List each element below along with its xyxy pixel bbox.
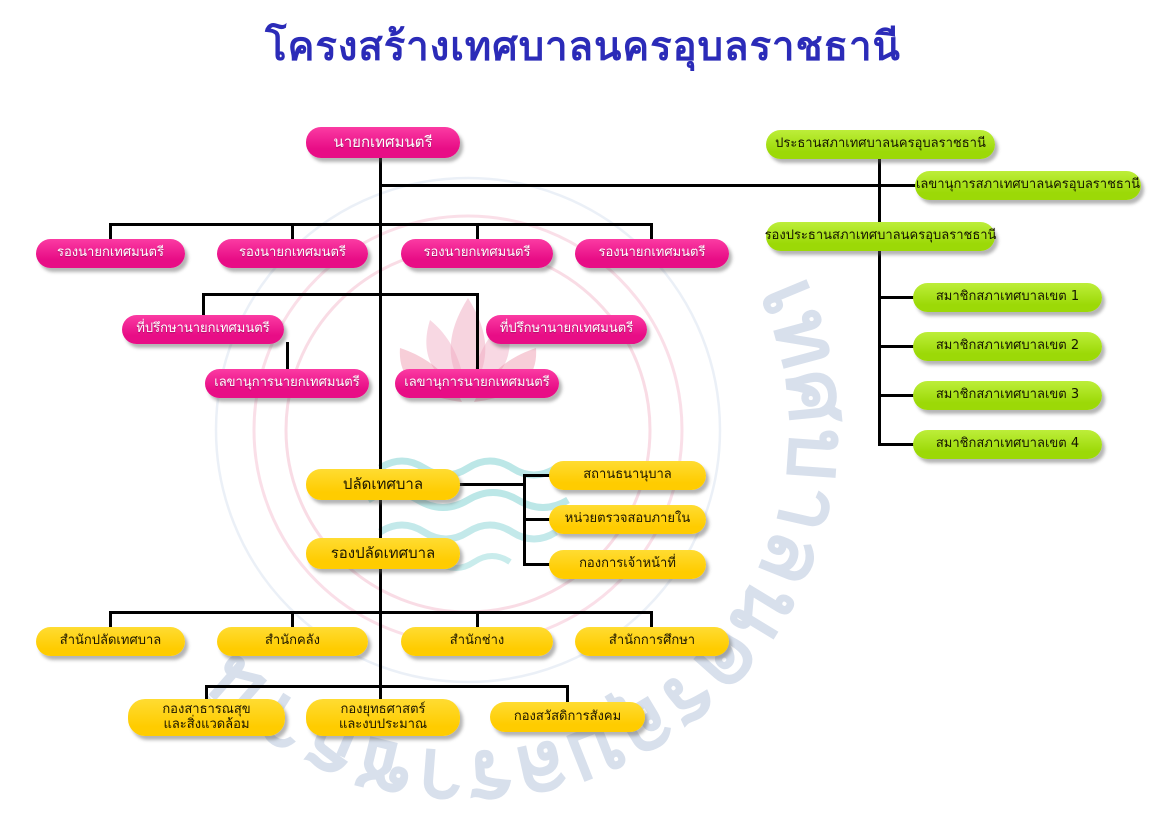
connector-mayor-council-link [379, 184, 916, 187]
node-finance-bureau: สำนักคลัง [217, 627, 368, 656]
node-council-member-3: สมาชิกสภาเทศบาลเขต 3 [913, 381, 1102, 410]
node-label: เลขานุการนายกเทศมนตรี [404, 375, 550, 391]
node-label: สมาชิกสภาเทศบาลเขต 2 [935, 338, 1080, 354]
node-council-member-4: สมาชิกสภาเทศบาลเขต 4 [913, 430, 1102, 459]
connector-division1-drop [205, 685, 208, 702]
node-label: กองยุทธศาสตร์ และงบประมาณ [338, 701, 428, 732]
node-label: ปลัดเทศบาล [342, 475, 424, 494]
node-personnel-division: กองการเจ้าหน้าที่ [549, 550, 706, 579]
connector-member1-stub [878, 296, 916, 299]
node-label: รองนายกเทศมนตรี [57, 245, 164, 261]
node-mayor: นายกเทศมนตรี [306, 127, 460, 158]
connector-member3-stub [878, 394, 916, 397]
node-label: ที่ปรึกษานายกเทศมนตรี [499, 321, 634, 337]
node-label: หน่วยตรวจสอบภายใน [564, 511, 691, 527]
connector-pawnshop-stub [523, 474, 551, 477]
page-title: โครงสร้างเทศบาลนครอุบลราชธานี [265, 24, 901, 70]
connector-deputies-horizontal [109, 223, 653, 226]
node-mayor-advisor-2: ที่ปรึกษานายกเทศมนตรี [486, 315, 647, 344]
node-municipal-clerk: ปลัดเทศบาล [306, 469, 460, 500]
connector-deputy1-drop [109, 223, 112, 241]
node-label: เลขานุการนายกเทศมนตรี [214, 375, 360, 391]
node-label: รองนายกเทศมนตรี [423, 245, 531, 261]
connector-personnel-stub [523, 563, 551, 566]
connector-secretary2-drop [476, 293, 479, 371]
node-mayor-secretary-1: เลขานุการนายกเทศมนตรี [205, 369, 369, 398]
node-label: กองการเจ้าหน้าที่ [579, 556, 676, 572]
node-deputy-mayor-3: รองนายกเทศมนตรี [401, 239, 553, 268]
connector-audit-stub [523, 518, 551, 521]
connector-council-members-vertical [878, 250, 881, 446]
node-label: สมาชิกสภาเทศบาลเขต 4 [935, 436, 1080, 452]
node-label-line2: และสิ่งแวดล้อม [163, 716, 250, 732]
node-internal-audit: หน่วยตรวจสอบภายใน [549, 505, 706, 534]
node-label: สถานธนานุบาล [583, 467, 672, 483]
node-label: รองนายกเทศมนตรี [239, 245, 346, 261]
connector-bureau1-drop [109, 611, 112, 630]
node-label: ประธานสภาเทศบาลนครอุบลราชธานี [775, 136, 986, 152]
node-engineering-bureau: สำนักช่าง [401, 627, 553, 656]
node-deputy-mayor-2: รองนายกเทศมนตรี [217, 239, 368, 268]
node-label: รองนายกเทศมนตรี [598, 245, 706, 261]
connector-member2-stub [878, 345, 916, 348]
connector-bureaus-horizontal [109, 611, 653, 614]
node-mayor-secretary-2: เลขานุการนายกเทศมนตรี [395, 369, 559, 398]
node-label: สมาชิกสภาเทศบาลเขต 1 [935, 289, 1080, 305]
node-label: รองประธานสภาเทศบาลนครอุบลราชธานี [764, 228, 997, 244]
node-label-line1: กองยุทธศาสตร์ [340, 701, 426, 717]
node-label: สำนักช่าง [449, 633, 505, 649]
node-social-welfare-division: กองสวัสดิการสังคม [490, 702, 645, 732]
node-mayor-advisor-1: ที่ปรึกษานายกเทศมนตรี [122, 315, 284, 344]
connector-mayor-main-vertical [379, 157, 382, 703]
node-council-chairman: ประธานสภาเทศบาลนครอุบลราชธานี [766, 130, 995, 159]
node-label: นายกเทศมนตรี [333, 133, 433, 152]
node-deputy-mayor-4: รองนายกเทศมนตรี [575, 239, 729, 268]
node-label: สำนักปลัดเทศบาล [59, 633, 162, 649]
connector-divisions-horizontal [205, 685, 569, 688]
node-council-member-2: สมาชิกสภาเทศบาลเขต 2 [913, 332, 1102, 361]
node-label: ที่ปรึกษานายกเทศมนตรี [136, 321, 270, 337]
node-office-of-clerk: สำนักปลัดเทศบาล [36, 627, 185, 656]
connector-secretary1-drop [286, 342, 289, 371]
connector-member4-stub [878, 443, 916, 446]
node-label: รองปลัดเทศบาล [330, 544, 436, 563]
node-label-line1: กองสาธารณสุข [162, 701, 251, 717]
connector-council-chairman-vertical [878, 158, 881, 224]
connector-advisors-horizontal [202, 293, 479, 296]
node-deputy-municipal-clerk: รองปลัดเทศบาล [306, 538, 460, 569]
node-label-line2: และงบประมาณ [338, 716, 428, 732]
node-council-vice-chairman: รองประธานสภาเทศบาลนครอุบลราชธานี [764, 222, 997, 251]
node-deputy-mayor-1: รองนายกเทศมนตรี [36, 239, 185, 268]
connector-clerk-right-horizontal [455, 483, 525, 486]
node-public-health-division: กองสาธารณสุข และสิ่งแวดล้อม [128, 699, 285, 736]
node-label: กองสวัสดิการสังคม [513, 708, 622, 724]
node-label: สมาชิกสภาเทศบาลเขต 3 [935, 387, 1080, 403]
connector-advisor1-drop [202, 293, 205, 317]
node-education-bureau: สำนักการศึกษา [575, 627, 729, 656]
node-council-secretary: เลขานุการสภาเทศบาลนครอุบลราชธานี [915, 171, 1141, 200]
node-label: กองสาธารณสุข และสิ่งแวดล้อม [162, 701, 251, 732]
node-pawnshop: สถานธนานุบาล [549, 461, 706, 490]
connector-division3-drop [566, 685, 569, 705]
node-council-member-1: สมาชิกสภาเทศบาลเขต 1 [913, 283, 1102, 312]
node-label: เลขานุการสภาเทศบาลนครอุบลราชธานี [915, 177, 1141, 193]
node-label: สำนักการศึกษา [608, 633, 696, 649]
node-strategy-budget-division: กองยุทธศาสตร์ และงบประมาณ [306, 699, 460, 736]
node-label: สำนักคลัง [264, 633, 320, 649]
